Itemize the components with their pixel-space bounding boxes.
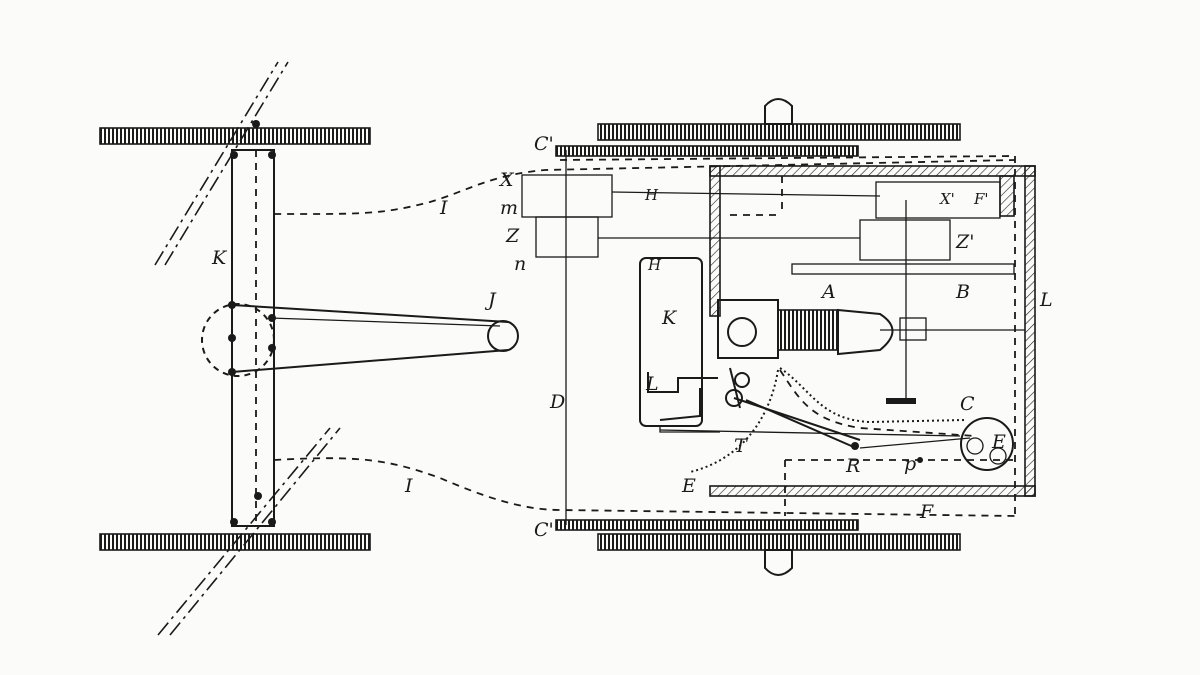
- engine-cylinder-a: [717, 299, 779, 359]
- label-a: A: [820, 281, 836, 303]
- label-d: D: [549, 391, 565, 413]
- label-j: J: [484, 289, 497, 311]
- tank-k: [639, 257, 703, 427]
- sprocket-chain-top: [555, 145, 859, 157]
- rear-hub-top: [764, 98, 793, 125]
- label-i-bottom: I: [404, 475, 413, 497]
- gear-block-z-n: [535, 216, 599, 258]
- label-k: K: [661, 307, 678, 329]
- label-h-top: H: [644, 186, 659, 204]
- rear-hub-bottom: [764, 549, 793, 576]
- label-x1: X': [939, 190, 955, 208]
- label-b: B: [955, 281, 970, 303]
- label-h-cylinder: H: [647, 256, 662, 274]
- gearbox-wall-right: [1024, 165, 1036, 497]
- label-m: m: [500, 197, 518, 219]
- label-t: T: [734, 435, 748, 457]
- label-e-left: E: [681, 475, 696, 497]
- label-z: Z: [505, 225, 520, 247]
- wheel-c: [960, 417, 1014, 471]
- gearbox-wall-top: [709, 165, 1036, 177]
- steering-rod-upper: [231, 304, 509, 323]
- front-axle-assembly: [99, 61, 519, 636]
- gearbox-wall-bottom: [709, 485, 1036, 497]
- label-f: F: [919, 501, 934, 523]
- gear-block-x1-f1: [875, 181, 1001, 219]
- diagram-labels: I I J K X m Z n C' C' H H K L A B L X' F…: [211, 133, 1053, 541]
- steering-rod-lower: [231, 349, 509, 373]
- sprocket-chain-bottom: [555, 519, 859, 531]
- frame-line-top: [273, 159, 1016, 215]
- gear-block-x-m: [521, 174, 613, 218]
- steering-joint-j: [487, 320, 519, 352]
- steering-pivot-circle: [201, 303, 275, 377]
- engine-crankcase: [837, 308, 894, 356]
- rear-wheel-bottom: [597, 533, 961, 551]
- front-wheel-top: [99, 127, 371, 145]
- rear-wheel-top: [597, 123, 961, 141]
- frame-dashed-lines: [273, 155, 1016, 517]
- rear-assembly: [521, 98, 1036, 576]
- engine-cooling-fins: [777, 309, 839, 351]
- label-c: C: [960, 393, 975, 415]
- label-l-left: L: [645, 373, 659, 395]
- label-l-right: L: [1039, 289, 1053, 311]
- front-axle-frame: [231, 149, 275, 527]
- label-c1-top: C': [534, 133, 554, 155]
- label-r: R: [845, 455, 860, 477]
- label-p: p: [904, 453, 916, 475]
- label-x: X: [498, 169, 515, 191]
- gearbox-wall-left: [709, 165, 721, 317]
- gear-block-z1: [859, 219, 951, 261]
- engine-flywheel: [727, 317, 757, 347]
- shaft-b: [791, 263, 1015, 275]
- exhaust-pipe-l: [647, 372, 718, 393]
- label-z1: Z': [955, 231, 974, 253]
- steering-wheel-angle-top: [154, 61, 279, 266]
- label-f1: F': [973, 190, 989, 208]
- label-e-right: E: [991, 431, 1006, 453]
- label-c1-bottom: C': [534, 519, 554, 541]
- steering-wheel-angle-bottom: [157, 427, 331, 636]
- label-n: n: [514, 253, 526, 275]
- label-k-left: K: [211, 247, 228, 269]
- drive-chain: [779, 367, 966, 424]
- label-i-top: I: [439, 197, 448, 219]
- frame-line-bottom: [273, 457, 1016, 517]
